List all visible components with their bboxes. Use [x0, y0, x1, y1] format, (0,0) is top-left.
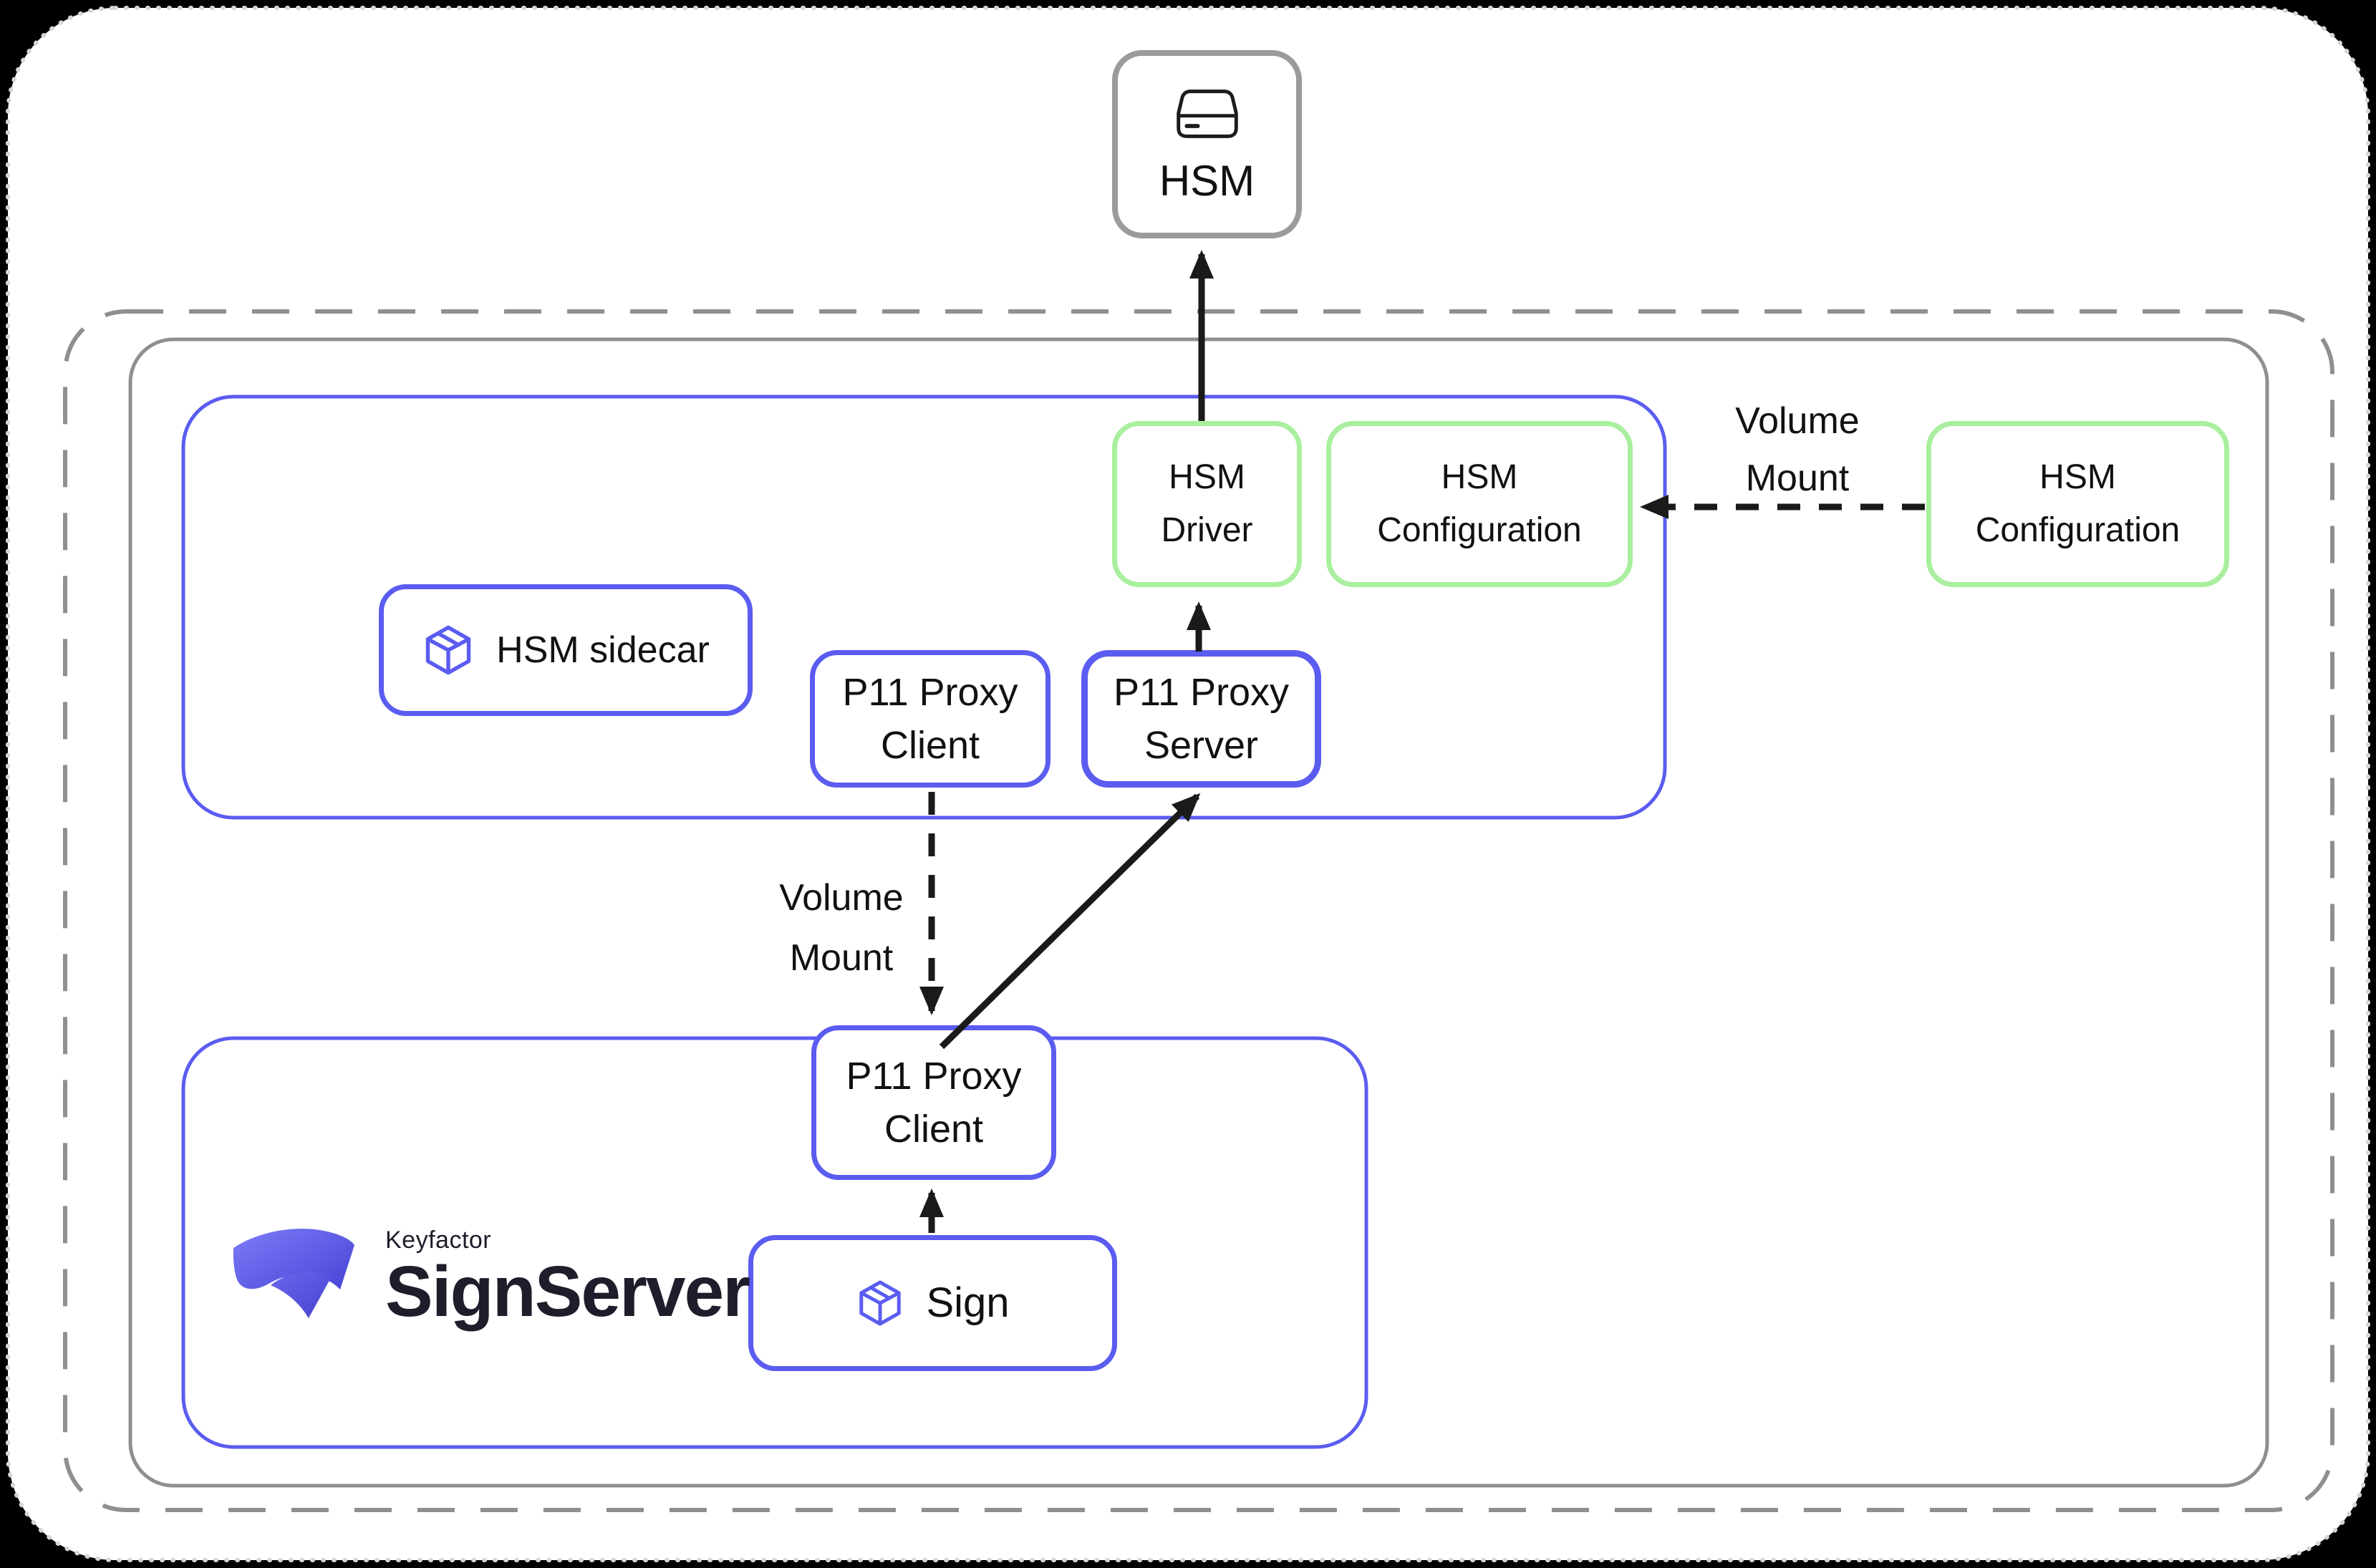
node-p11-proxy-client-sidecar: P11 Proxy Client [810, 650, 1051, 788]
node-hsm-configuration-sidecar-label: HSM Configuration [1377, 458, 1582, 549]
node-p11-proxy-server-label: P11 Proxy Server [1113, 671, 1290, 767]
node-sign: Sign [748, 1235, 1117, 1371]
node-sign-label: Sign [926, 1279, 1010, 1326]
node-hsm-sidecar-title: HSM sidecar [379, 584, 753, 716]
logo-product-text: SignServer [385, 1252, 750, 1332]
node-hsm-configuration-sidecar: HSM Configuration [1326, 421, 1633, 587]
keyfactor-ribbon-icon [233, 1229, 354, 1318]
logo-brand-text: Keyfactor [385, 1226, 492, 1254]
node-hsm-sidecar-title-label: HSM sidecar [496, 629, 710, 671]
drive-icon [1176, 89, 1238, 138]
node-p11-proxy-client-sidecar-label: P11 Proxy Client [842, 671, 1018, 767]
node-p11-proxy-client-signserver: P11 Proxy Client [811, 1025, 1056, 1180]
cube-icon [425, 625, 471, 675]
keyfactor-signserver-logo: Keyfactor SignServer [231, 1226, 750, 1332]
node-hsm-configuration-external-label: HSM Configuration [1975, 458, 2181, 549]
node-hsm-driver-label: HSM Driver [1161, 458, 1253, 549]
edge-label-volume-mount-sidecar: Volume Mount [779, 877, 904, 979]
node-p11-proxy-server: P11 Proxy Server [1081, 650, 1321, 788]
node-hsm-configuration-external: HSM Configuration [1926, 421, 2229, 587]
node-hsm-driver: HSM Driver [1112, 421, 1302, 587]
edge-label-volume-mount-external: Volume Mount [1735, 400, 1860, 499]
node-p11-proxy-client-signserver-label: P11 Proxy Client [846, 1055, 1022, 1151]
cube-icon [859, 1280, 902, 1326]
node-hsm-label: HSM [1159, 156, 1255, 205]
node-hsm: HSM [1112, 50, 1302, 238]
